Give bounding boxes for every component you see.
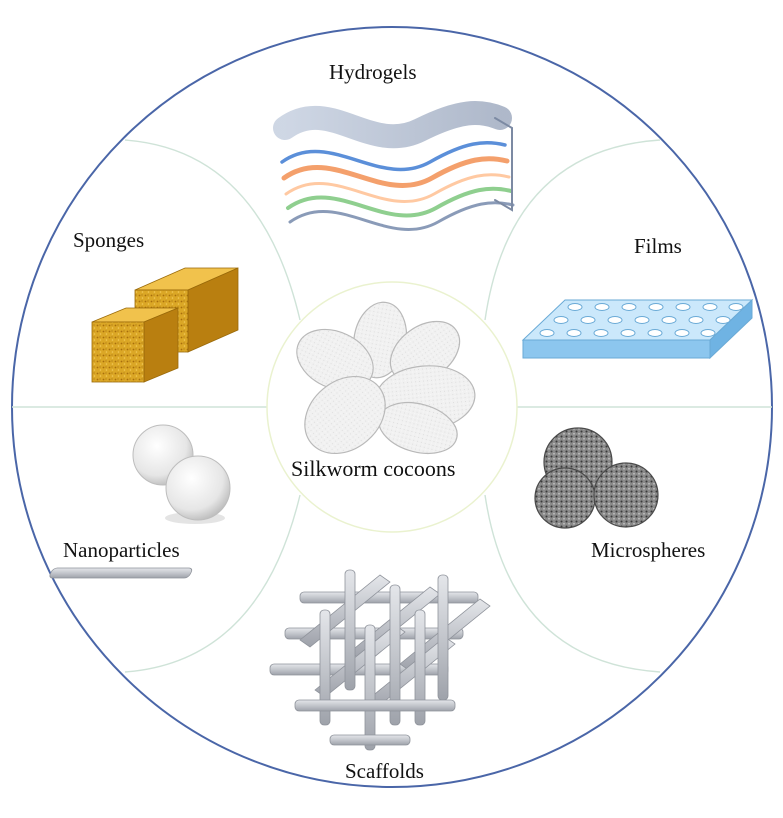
silkworm-cocoons-icon: [296, 301, 476, 455]
nanoparticles-icon: [132, 424, 231, 524]
label-microspheres: Microspheres: [591, 538, 706, 562]
sponge-blocks-icon: [91, 267, 239, 383]
label-silkworm-cocoons: Silkworm cocoons: [291, 456, 456, 481]
scaffold-lattice-icon: [49, 567, 491, 751]
label-films: Films: [634, 234, 682, 258]
section-dividers: [12, 139, 772, 673]
label-sponges: Sponges: [73, 228, 145, 252]
microspheres-icon: [534, 427, 659, 529]
label-hydrogels: Hydrogels: [329, 60, 417, 84]
porous-film-icon: [521, 298, 754, 360]
label-nanoparticles: Nanoparticles: [63, 538, 180, 562]
hydrogel-bands-icon: [273, 101, 515, 231]
label-scaffolds: Scaffolds: [345, 759, 424, 783]
